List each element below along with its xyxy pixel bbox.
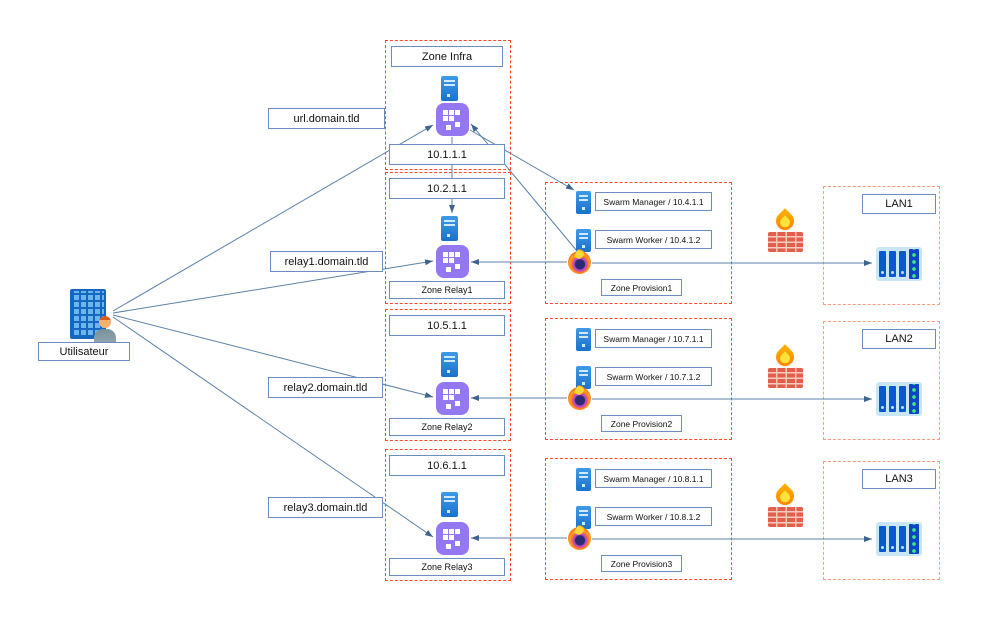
edge-infra-to-swarm-manager1: [469, 129, 575, 191]
traefik-proxy-icon: [436, 522, 469, 555]
relay2-domain-label: relay2.domain.tld: [268, 377, 383, 398]
swarm-worker1-label: Swarm Worker / 10.4.1.2: [595, 230, 712, 249]
zone-relay1-container: [385, 172, 511, 304]
user-label: Utilisateur: [38, 342, 130, 361]
lan3-container: [823, 461, 940, 580]
swarm-worker2-label: Swarm Worker / 10.7.1.2: [595, 367, 712, 386]
lan1-title: LAN1: [862, 194, 936, 214]
building-user-icon: [70, 287, 118, 343]
zone-provision2-title: Zone Provision2: [601, 415, 682, 432]
server-icon: [576, 328, 591, 351]
firewall-icon: [768, 507, 803, 527]
zone-provision1-container: [545, 182, 732, 304]
zone-infra-container: [385, 40, 511, 170]
swarm-manager2-label: Swarm Manager / 10.7.1.1: [595, 329, 712, 348]
server-icon: [576, 468, 591, 491]
firewall-icon: [768, 368, 803, 388]
infra-ip-label: 10.1.1.1: [389, 144, 505, 165]
zone-relay3-title: Zone Relay3: [389, 558, 505, 576]
swarm-manager1-label: Swarm Manager / 10.4.1.1: [595, 192, 712, 211]
traefik-proxy-icon: [436, 103, 469, 136]
building-icon: [70, 289, 106, 339]
zone-provision3-title: Zone Provision3: [601, 555, 682, 572]
relay3-domain-label: relay3.domain.tld: [268, 497, 383, 518]
zone-relay2-container: [385, 309, 511, 441]
lan3-title: LAN3: [862, 469, 936, 489]
firefox-icon: [568, 387, 591, 410]
edge-user-to-infra: [112, 124, 434, 312]
nas-server-icon: [876, 247, 922, 281]
relay3-ip-label: 10.6.1.1: [389, 455, 505, 476]
nas-server-icon: [876, 382, 922, 416]
person-icon: [94, 316, 116, 343]
zone-relay3-container: [385, 449, 511, 581]
server-icon: [441, 352, 458, 377]
nas-server-icon: [876, 522, 922, 556]
relay2-ip-label: 10.5.1.1: [389, 315, 505, 336]
lan1-container: [823, 186, 940, 305]
server-icon: [441, 492, 458, 517]
traefik-proxy-icon: [436, 382, 469, 415]
swarm-manager3-label: Swarm Manager / 10.8.1.1: [595, 469, 712, 488]
server-icon: [441, 216, 458, 241]
relay1-domain-label: relay1.domain.tld: [270, 251, 383, 272]
firefox-icon: [568, 527, 591, 550]
url-domain-label: url.domain.tld: [268, 108, 385, 129]
zone-provision3-container: [545, 458, 732, 580]
zone-relay1-title: Zone Relay1: [389, 281, 505, 299]
relay1-ip-label: 10.2.1.1: [389, 178, 505, 199]
server-icon: [576, 229, 591, 252]
lan2-title: LAN2: [862, 329, 936, 349]
zone-provision2-container: [545, 318, 732, 440]
zone-relay2-title: Zone Relay2: [389, 418, 505, 436]
traefik-proxy-icon: [436, 245, 469, 278]
server-icon: [441, 76, 458, 101]
firefox-icon: [568, 251, 591, 274]
swarm-worker3-label: Swarm Worker / 10.8.1.2: [595, 507, 712, 526]
firewall-icon: [768, 232, 803, 252]
server-icon: [576, 191, 591, 214]
zone-infra-title: Zone Infra: [391, 46, 503, 67]
lan2-container: [823, 321, 940, 440]
zone-provision1-title: Zone Provision1: [601, 279, 682, 296]
